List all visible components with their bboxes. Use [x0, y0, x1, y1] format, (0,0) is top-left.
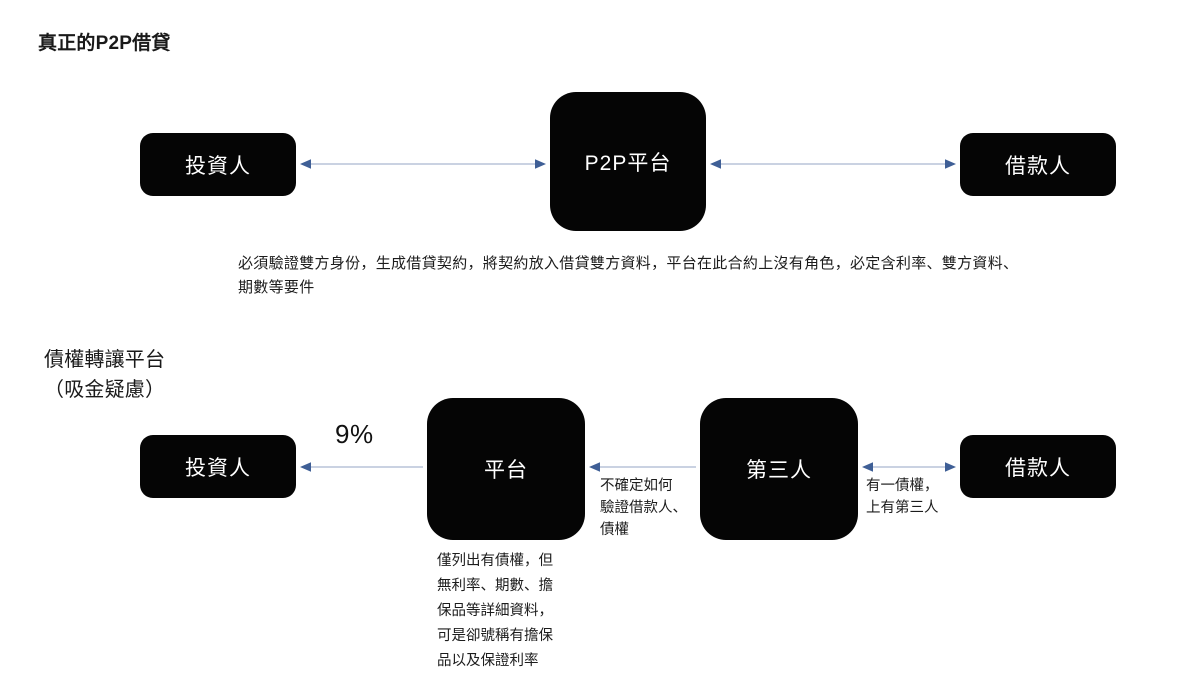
node-label: 第三人 — [746, 459, 812, 482]
note-platform-detail: 僅列出有債權，但 無利率、期數、擔 保品等詳細資料， 可是卻號稱有擔保 品以及保… — [437, 553, 553, 669]
section-title-claim-transfer: 債權轉讓平台 （吸金疑慮） — [44, 349, 166, 401]
node-label: 平台 — [484, 459, 528, 482]
connector-third-party-platform — [589, 460, 696, 474]
note-has-claim: 有一債權， 上有第三人 — [866, 478, 939, 516]
section-title-true-p2p: 真正的P2P借貸 — [38, 33, 171, 54]
node-label: 投資人 — [185, 456, 251, 480]
node-borrower-row1[interactable]: 借款人 — [960, 133, 1116, 196]
node-platform-row2[interactable]: 平台 — [427, 398, 585, 540]
node-p2p-platform[interactable]: P2P平台 — [550, 92, 706, 231]
note-verify-uncertain: 不確定如何 驗證借款人、 債權 — [600, 478, 687, 538]
note-p2p-contract: 必須驗證雙方身份，生成借貸契約，將契約放入借貸雙方資料，平台在此合約上沒有角色，… — [238, 255, 1019, 296]
node-label: P2P平台 — [584, 151, 672, 175]
connector-borrower-third-party — [862, 460, 956, 474]
node-third-party[interactable]: 第三人 — [700, 398, 858, 540]
connector-investor-p2p — [300, 157, 546, 171]
connector-p2p-borrower — [710, 157, 956, 171]
node-label: 借款人 — [1005, 456, 1071, 480]
node-investor-row2[interactable]: 投資人 — [140, 435, 296, 498]
node-borrower-row2[interactable]: 借款人 — [960, 435, 1116, 498]
node-investor-row1[interactable]: 投資人 — [140, 133, 296, 196]
node-label: 投資人 — [185, 154, 251, 178]
node-label: 借款人 — [1005, 154, 1071, 178]
connector-platform-investor — [300, 460, 423, 474]
label-interest-rate: 9% — [335, 419, 374, 449]
